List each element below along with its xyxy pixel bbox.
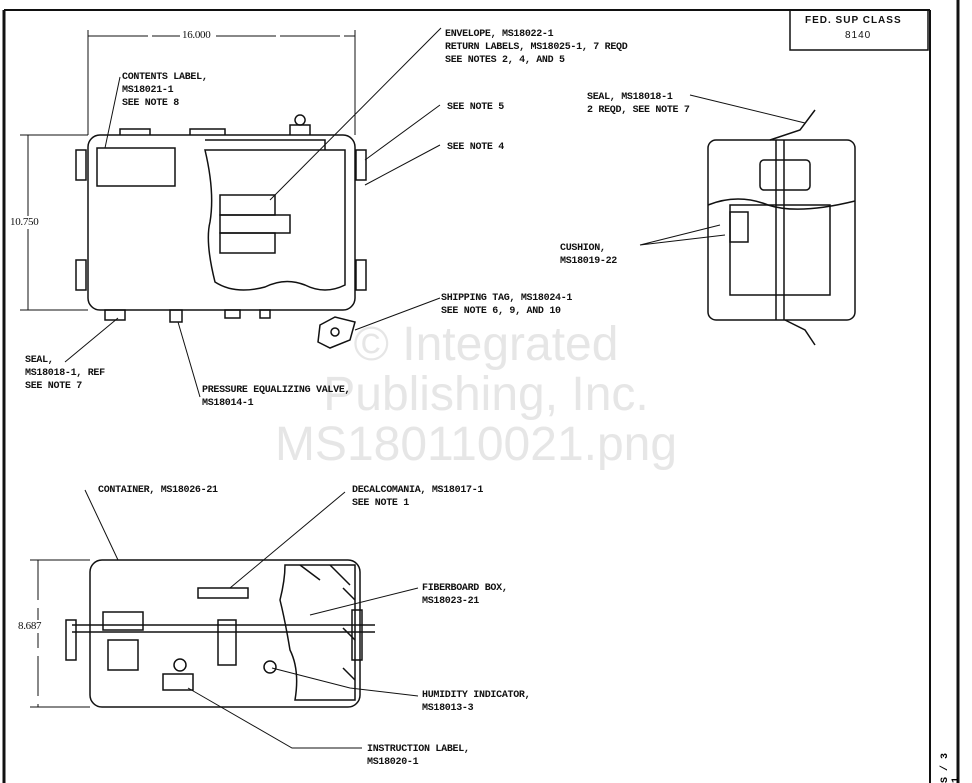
callout-see-note-4: SEE NOTE 4 <box>447 142 505 153</box>
callout-line: HUMIDITY INDICATOR, <box>422 690 531 701</box>
fed-sup-class-value: 8140 <box>845 30 872 41</box>
callout-line: MS18023-21 <box>422 596 480 607</box>
callout-line: MS18019-22 <box>560 256 618 267</box>
callout-line: SEE NOTE 6, 9, AND 10 <box>441 306 561 317</box>
callout-line: INSTRUCTION LABEL, <box>367 744 470 755</box>
callout-line: MS18014-1 <box>202 398 254 409</box>
top-view-container <box>20 27 442 398</box>
callout-line: SEAL, <box>25 355 54 366</box>
callout-line: FIBERBOARD BOX, <box>422 583 508 594</box>
callout-instruction-label: INSTRUCTION LABEL, MS18020-1 <box>367 743 470 769</box>
callout-seal-right: SEAL, MS18018-1 2 REQD, SEE NOTE 7 <box>587 91 690 117</box>
margin-mark: S / 3 1 <box>940 752 962 783</box>
callout-decalcomania: DECALCOMANIA, MS18017-1 SEE NOTE 1 <box>352 484 483 510</box>
callout-line: DECALCOMANIA, MS18017-1 <box>352 485 484 496</box>
callout-line: SEE NOTE 7 <box>25 381 83 392</box>
dimension-depth: 8.687 <box>16 620 44 633</box>
callout-fiberboard-box: FIBERBOARD BOX, MS18023-21 <box>422 582 508 608</box>
callout-pressure-valve: PRESSURE EQUALIZING VALVE, MS18014-1 <box>202 384 351 410</box>
callout-line: PRESSURE EQUALIZING VALVE, <box>202 385 351 396</box>
callout-line: MS18013-3 <box>422 703 474 714</box>
callout-cushion: CUSHION, MS18019-22 <box>560 242 617 268</box>
callout-line: MS18021-1 <box>122 85 174 96</box>
callout-container: CONTAINER, MS18026-21 <box>98 485 218 496</box>
callout-line: 2 REQD, SEE NOTE 7 <box>587 105 690 116</box>
callout-envelope: ENVELOPE, MS18022-1 RETURN LABELS, MS180… <box>445 28 628 67</box>
callout-line: SHIPPING TAG, MS18024-1 <box>441 293 573 304</box>
watermark-line-3: MS180110021.png <box>274 418 678 471</box>
callout-line: MS18018-1, REF <box>25 368 105 379</box>
callout-line: MS18020-1 <box>367 757 419 768</box>
front-view-container <box>30 489 419 749</box>
callout-see-note-5: SEE NOTE 5 <box>447 102 505 113</box>
callout-shipping-tag: SHIPPING TAG, MS18024-1 SEE NOTE 6, 9, A… <box>441 292 572 318</box>
watermark-line-2: Publishing, Inc. <box>323 368 649 421</box>
callout-line: SEE NOTE 8 <box>122 98 180 109</box>
callout-line: RETURN LABELS, MS18025-1, 7 REQD <box>445 42 628 53</box>
fed-sup-class-label: FED. SUP CLASS <box>805 15 902 26</box>
callout-line: ENVELOPE, MS18022-1 <box>445 29 554 40</box>
callout-contents-label: CONTENTS LABEL, MS18021-1 SEE NOTE 8 <box>122 71 208 110</box>
callout-humidity-indicator: HUMIDITY INDICATOR, MS18013-3 <box>422 689 531 715</box>
callout-line: SEAL, MS18018-1 <box>587 92 673 103</box>
callout-line: SEE NOTE 1 <box>352 498 410 509</box>
dimension-width: 16.000 <box>180 29 213 42</box>
callout-line: CUSHION, <box>560 243 606 254</box>
callout-line: SEE NOTES 2, 4, AND 5 <box>445 55 565 66</box>
callout-seal-left: SEAL, MS18018-1, REF SEE NOTE 7 <box>25 354 105 393</box>
side-view-container <box>639 94 856 346</box>
callout-line: CONTENTS LABEL, <box>122 72 208 83</box>
dimension-height: 10.750 <box>8 216 41 229</box>
watermark-line-1: © Integrated <box>353 318 619 371</box>
